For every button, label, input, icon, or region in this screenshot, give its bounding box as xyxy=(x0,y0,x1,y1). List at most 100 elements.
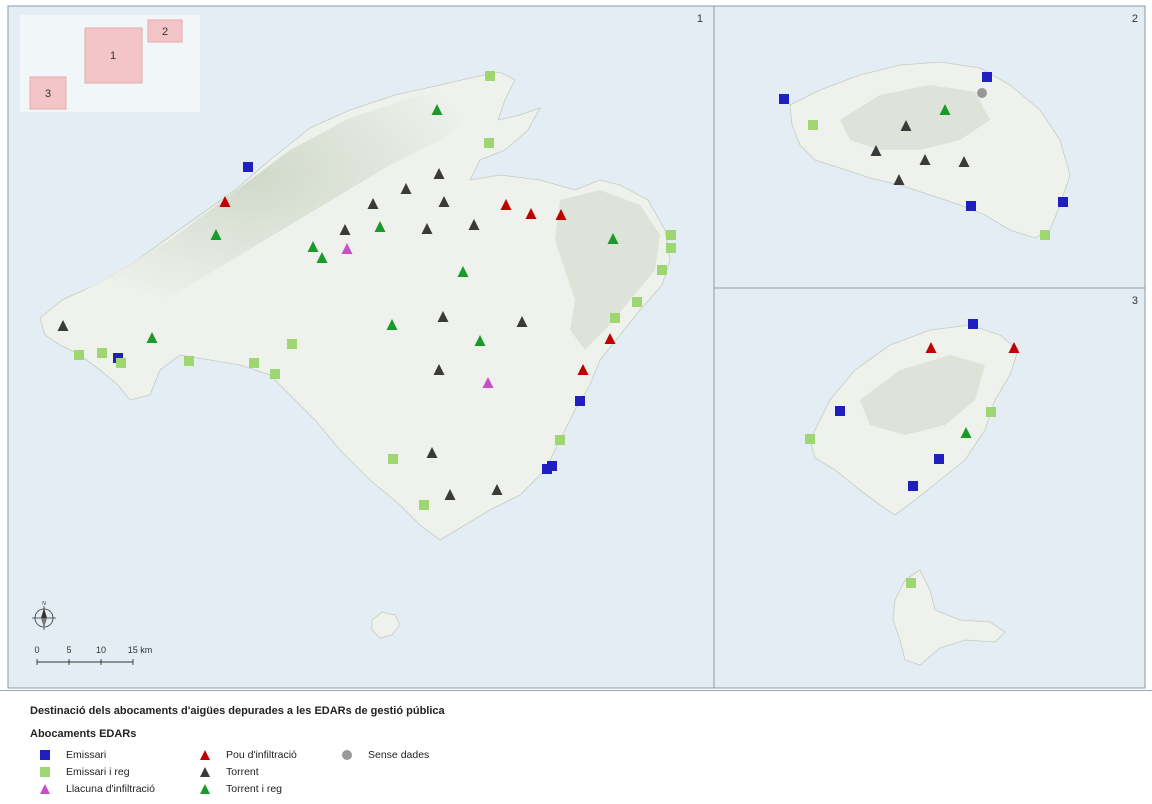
edar-marker-emissari-reg[interactable] xyxy=(610,313,620,323)
edar-marker-emissari-reg[interactable] xyxy=(1040,230,1050,240)
edar-marker-torrent[interactable] xyxy=(893,174,905,185)
edar-marker-pou[interactable] xyxy=(500,199,512,210)
edar-marker-emissari[interactable] xyxy=(968,319,978,329)
edar-marker-emissari[interactable] xyxy=(575,396,585,406)
edar-marker-torrent[interactable] xyxy=(426,447,438,458)
edar-marker-emissari[interactable] xyxy=(542,464,552,474)
edar-marker-emissari-reg[interactable] xyxy=(249,358,259,368)
edar-marker-emissari[interactable] xyxy=(835,406,845,416)
edar-marker-torrent[interactable] xyxy=(900,120,912,131)
edar-marker-emissari-reg[interactable] xyxy=(116,358,126,368)
legend-panel: Destinació dels abocaments d'aigües depu… xyxy=(0,690,1152,804)
edar-marker-torrent-reg[interactable] xyxy=(374,221,386,232)
locator-inset: 1 2 3 xyxy=(20,15,200,112)
edar-marker-sense[interactable] xyxy=(977,88,987,98)
edar-marker-pou[interactable] xyxy=(577,364,589,375)
edar-marker-torrent[interactable] xyxy=(919,154,931,165)
panel-mallorca-number: 1 xyxy=(697,13,703,25)
edar-marker-llacuna[interactable] xyxy=(482,377,494,388)
edar-marker-pou[interactable] xyxy=(1008,342,1020,353)
edar-marker-torrent[interactable] xyxy=(438,196,450,207)
locator-label-3: 3 xyxy=(45,88,51,100)
edar-marker-emissari[interactable] xyxy=(982,72,992,82)
edar-marker-emissari[interactable] xyxy=(934,454,944,464)
edar-marker-torrent-reg[interactable] xyxy=(607,233,619,244)
edar-marker-emissari-reg[interactable] xyxy=(485,71,495,81)
locator-mallorca xyxy=(84,27,143,84)
legend-item-emissari: Emissari xyxy=(38,748,106,762)
edar-marker-emissari-reg[interactable] xyxy=(388,454,398,464)
edar-marker-pou[interactable] xyxy=(925,342,937,353)
edar-marker-emissari[interactable] xyxy=(1058,197,1068,207)
edar-marker-emissari-reg[interactable] xyxy=(657,265,667,275)
edar-marker-torrent-reg[interactable] xyxy=(431,104,443,115)
legend-label: Torrent xyxy=(226,766,259,778)
circle-grey-icon xyxy=(340,748,354,762)
edar-marker-emissari-reg[interactable] xyxy=(632,297,642,307)
map-canvas: 1 1 2 3 N xyxy=(7,5,1146,689)
triangle-red-icon xyxy=(198,748,212,762)
edar-marker-torrent-reg[interactable] xyxy=(960,427,972,438)
edar-marker-emissari-reg[interactable] xyxy=(906,578,916,588)
locator-menorca xyxy=(147,19,183,43)
legend-label: Sense dades xyxy=(368,749,430,761)
edar-marker-emissari-reg[interactable] xyxy=(74,350,84,360)
panel-eivissa-number: 3 xyxy=(1132,295,1138,307)
edar-marker-torrent-reg[interactable] xyxy=(474,335,486,346)
edar-marker-llacuna[interactable] xyxy=(341,243,353,254)
edar-marker-emissari-reg[interactable] xyxy=(666,230,676,240)
panel-eivissa: 3 xyxy=(713,287,1146,689)
edar-marker-torrent[interactable] xyxy=(491,484,503,495)
edar-marker-emissari-reg[interactable] xyxy=(270,369,280,379)
edar-marker-emissari[interactable] xyxy=(243,162,253,172)
edar-marker-torrent[interactable] xyxy=(444,489,456,500)
edar-marker-torrent[interactable] xyxy=(516,316,528,327)
edar-marker-emissari-reg[interactable] xyxy=(986,407,996,417)
edar-marker-pou[interactable] xyxy=(525,208,537,219)
edar-marker-emissari-reg[interactable] xyxy=(555,435,565,445)
edar-marker-torrent-reg[interactable] xyxy=(457,266,469,277)
triangle-dark-icon xyxy=(198,765,212,779)
edar-marker-pou[interactable] xyxy=(555,209,567,220)
edar-marker-torrent[interactable] xyxy=(468,219,480,230)
edar-marker-pou[interactable] xyxy=(604,333,616,344)
edar-marker-pou[interactable] xyxy=(219,196,231,207)
edar-marker-torrent[interactable] xyxy=(339,224,351,235)
relief-eivissa xyxy=(860,355,985,435)
relief-tramuntana xyxy=(60,90,480,330)
edar-marker-torrent-reg[interactable] xyxy=(307,241,319,252)
edar-marker-emissari-reg[interactable] xyxy=(484,138,494,148)
edar-marker-emissari-reg[interactable] xyxy=(184,356,194,366)
scale-label-10: 10 xyxy=(96,645,106,655)
edar-marker-torrent[interactable] xyxy=(870,145,882,156)
edar-marker-torrent[interactable] xyxy=(433,168,445,179)
edar-marker-emissari-reg[interactable] xyxy=(666,243,676,253)
edar-marker-torrent-reg[interactable] xyxy=(386,319,398,330)
edar-marker-torrent-reg[interactable] xyxy=(939,104,951,115)
edar-marker-torrent[interactable] xyxy=(433,364,445,375)
edar-marker-torrent[interactable] xyxy=(367,198,379,209)
panel-mallorca: 1 1 2 3 N xyxy=(7,5,715,689)
legend-label: Llacuna d'infiltració xyxy=(66,783,155,795)
panel-menorca-number: 2 xyxy=(1132,13,1138,25)
edar-marker-torrent[interactable] xyxy=(57,320,69,331)
edar-marker-torrent[interactable] xyxy=(421,223,433,234)
panel-menorca: 2 xyxy=(713,5,1146,289)
edar-marker-emissari-reg[interactable] xyxy=(419,500,429,510)
edar-marker-emissari-reg[interactable] xyxy=(287,339,297,349)
edar-marker-torrent-reg[interactable] xyxy=(316,252,328,263)
edar-marker-torrent-reg[interactable] xyxy=(146,332,158,343)
edar-marker-emissari-reg[interactable] xyxy=(805,434,815,444)
edar-marker-torrent[interactable] xyxy=(437,311,449,322)
edar-marker-emissari-reg[interactable] xyxy=(97,348,107,358)
edar-marker-emissari[interactable] xyxy=(908,481,918,491)
locator-eivissa xyxy=(29,76,67,110)
edar-marker-emissari[interactable] xyxy=(779,94,789,104)
edar-marker-torrent[interactable] xyxy=(958,156,970,167)
edar-marker-torrent-reg[interactable] xyxy=(210,229,222,240)
islet-cabrera xyxy=(371,611,401,639)
edar-marker-torrent[interactable] xyxy=(400,183,412,194)
edar-marker-emissari-reg[interactable] xyxy=(808,120,818,130)
edar-marker-emissari[interactable] xyxy=(966,201,976,211)
